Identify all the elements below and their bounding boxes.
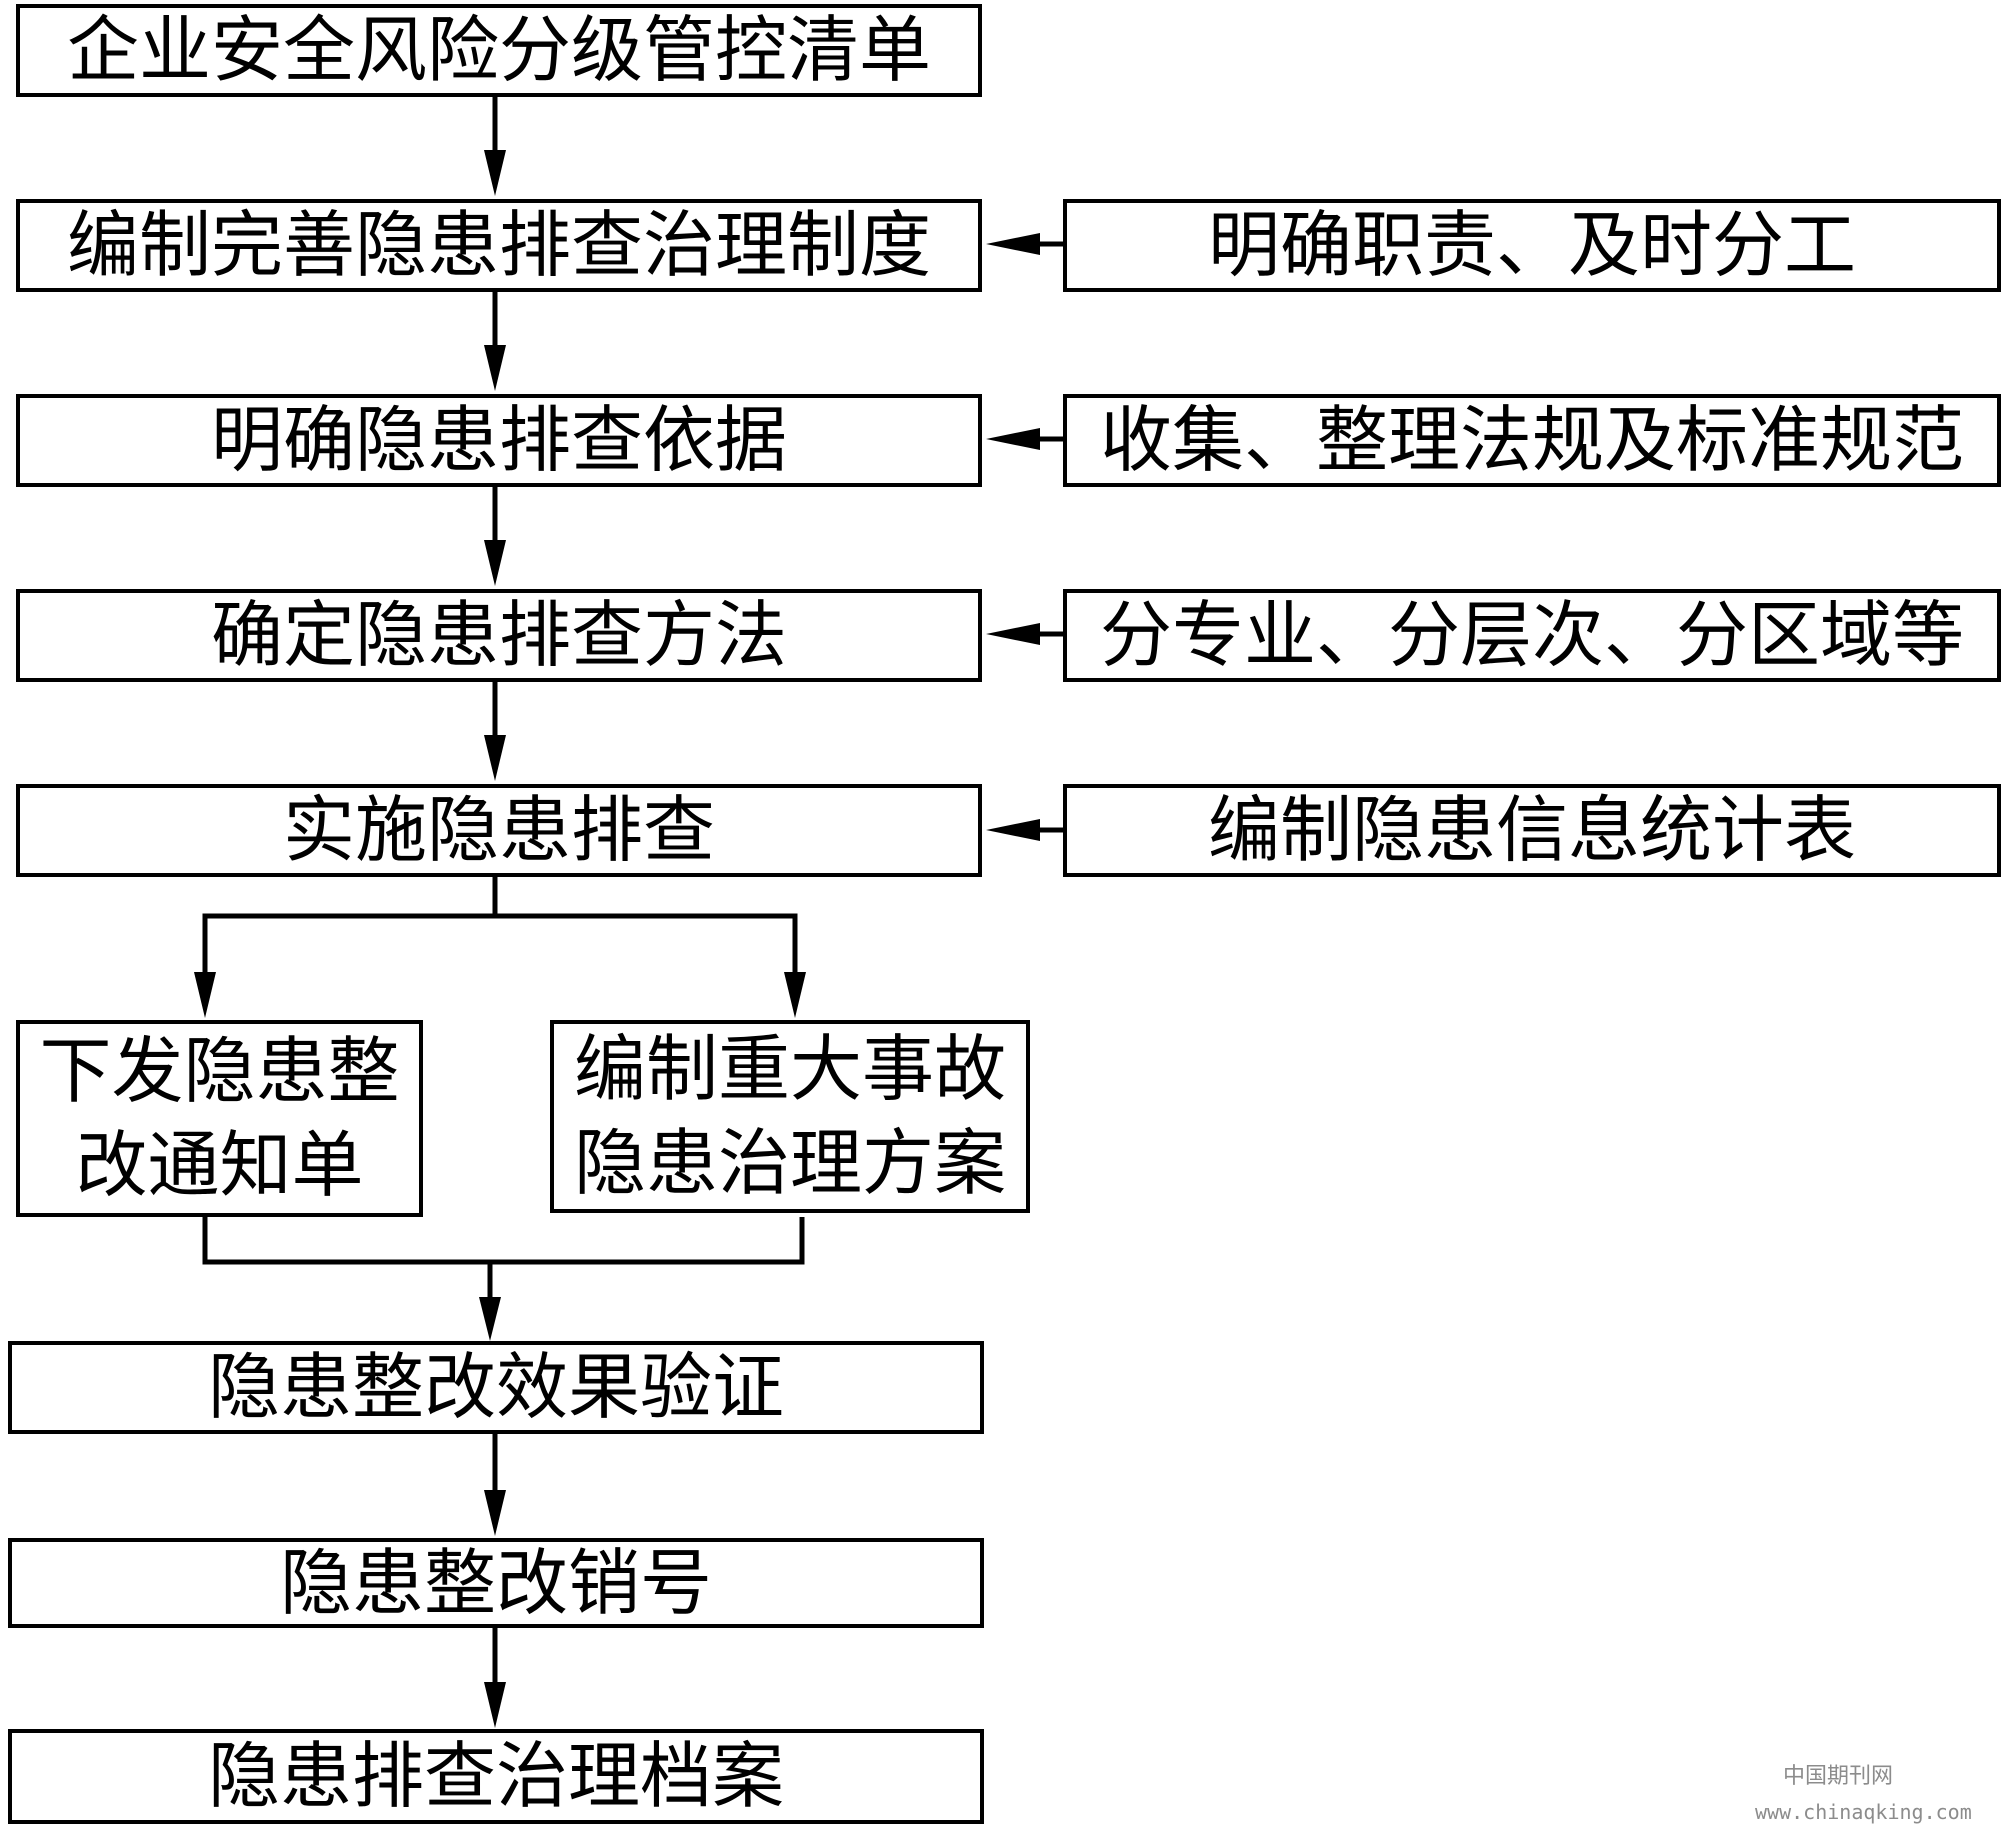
connector-split-right xyxy=(495,913,798,990)
arrowhead-down-branch-left xyxy=(194,972,216,1018)
side-input-responsibilities-label: 明确职责、及时分工 xyxy=(1207,203,1856,288)
step-implement-inspection: 实施隐患排查 xyxy=(16,784,982,877)
side-input-responsibilities: 明确职责、及时分工 xyxy=(1063,199,2001,292)
step-archive: 隐患排查治理档案 xyxy=(8,1729,984,1824)
step-close-out-label: 隐患整改销号 xyxy=(279,1540,712,1625)
step-verify-effect: 隐患整改效果验证 xyxy=(8,1341,984,1434)
side-input-categories-label: 分专业、分层次、分区域等 xyxy=(1099,593,1964,678)
step-define-basis-label: 明确隐患排查依据 xyxy=(210,398,787,483)
step-determine-method-label: 确定隐患排查方法 xyxy=(210,593,787,678)
arrowhead-left-side2 xyxy=(986,428,1040,450)
step-close-out: 隐患整改销号 xyxy=(8,1538,984,1628)
step-define-basis: 明确隐患排查依据 xyxy=(16,394,982,487)
side-input-regulations-label: 收集、整理法规及标准规范 xyxy=(1099,398,1964,483)
arrowhead-down-branch-right xyxy=(784,972,806,1018)
watermark-site-name: 中国期刊网 xyxy=(1783,1764,1894,1789)
step-determine-method: 确定隐患排查方法 xyxy=(16,589,982,682)
arrowhead-down-step3 xyxy=(484,345,506,391)
connector-merge xyxy=(202,1217,805,1265)
step-compile-system-label: 编制完善隐患排查治理制度 xyxy=(66,203,931,288)
arrowhead-left-side1 xyxy=(986,233,1040,255)
arrowhead-down-step8 xyxy=(484,1682,506,1728)
branch-rectification-notice: 下发隐患整 改通知单 xyxy=(16,1020,423,1217)
step-risk-control-list: 企业安全风险分级管控清单 xyxy=(16,4,982,97)
branch-major-hazard-plan-line1: 编制重大事故 xyxy=(573,1026,1006,1111)
arrowhead-down-step4 xyxy=(484,540,506,586)
side-input-statistics-table-label: 编制隐患信息统计表 xyxy=(1207,788,1856,873)
branch-rectification-notice-line2: 改通知单 xyxy=(75,1122,364,1207)
watermark-url: www.chinaqking.com xyxy=(1755,1800,1972,1824)
step-archive-label: 隐患排查治理档案 xyxy=(207,1734,784,1819)
arrowhead-down-step6 xyxy=(479,1297,501,1341)
branch-major-hazard-plan-line2: 隐患治理方案 xyxy=(573,1120,1006,1205)
arrowhead-down-step7 xyxy=(484,1490,506,1536)
connector-split xyxy=(202,877,498,990)
arrowhead-down-step5 xyxy=(484,735,506,781)
branch-rectification-notice-line1: 下发隐患整 xyxy=(39,1028,400,1113)
arrowhead-left-side3 xyxy=(986,623,1040,645)
arrowhead-left-side4 xyxy=(986,819,1040,841)
arrowhead-down-step2 xyxy=(484,150,506,196)
step-verify-effect-label: 隐患整改效果验证 xyxy=(207,1345,784,1430)
step-implement-inspection-label: 实施隐患排查 xyxy=(282,788,715,873)
step-risk-control-list-label: 企业安全风险分级管控清单 xyxy=(66,8,931,93)
side-input-categories: 分专业、分层次、分区域等 xyxy=(1063,589,2001,682)
branch-major-hazard-plan: 编制重大事故 隐患治理方案 xyxy=(550,1020,1030,1213)
step-compile-system: 编制完善隐患排查治理制度 xyxy=(16,199,982,292)
side-input-regulations: 收集、整理法规及标准规范 xyxy=(1063,394,2001,487)
side-input-statistics-table: 编制隐患信息统计表 xyxy=(1063,784,2001,877)
